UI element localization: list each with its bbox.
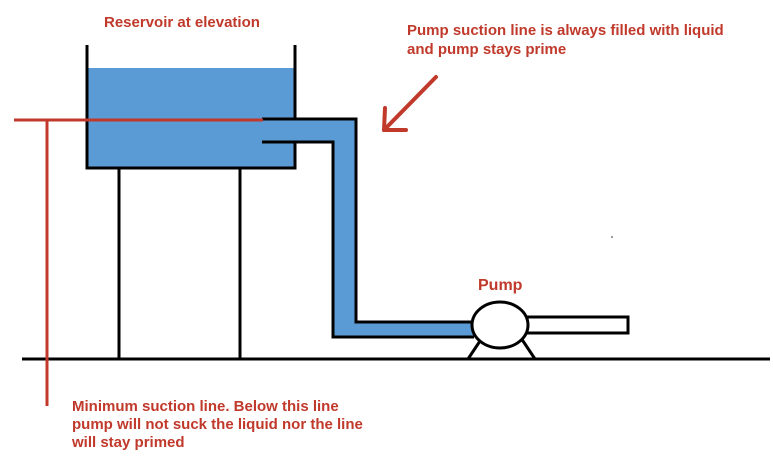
stray-dot	[611, 236, 613, 238]
minimum-annotation-line-1: Minimum suction line. Below this line	[72, 398, 339, 415]
discharge-pipe	[524, 315, 630, 335]
suction-annotation-line-1: Pump suction line is always filled with …	[407, 22, 724, 39]
suction-pipe-outer	[262, 117, 474, 324]
pump-label-text: Pump	[478, 277, 523, 294]
reservoir-outline	[85, 45, 297, 170]
suction-pipe-inner	[262, 140, 474, 339]
suction-annotation-line-2: and pump stays prime	[407, 41, 567, 58]
minimum-suction-annotation: Minimum suction line. Below this line pu…	[72, 398, 363, 452]
suction-line-annotation: Pump suction line is always filled with …	[407, 21, 724, 59]
pump-label: Pump	[478, 276, 522, 295]
reservoir-label: Reservoir at elevation	[104, 13, 260, 32]
reservoir-label-text: Reservoir at elevation	[104, 14, 260, 31]
reservoir-water	[87, 68, 295, 168]
pump-body	[470, 300, 530, 350]
suction-arrow	[382, 75, 438, 132]
minimum-annotation-line-3: will stay primed	[72, 434, 185, 451]
minimum-annotation-line-2: pump will not suck the liquid nor the li…	[72, 416, 363, 433]
